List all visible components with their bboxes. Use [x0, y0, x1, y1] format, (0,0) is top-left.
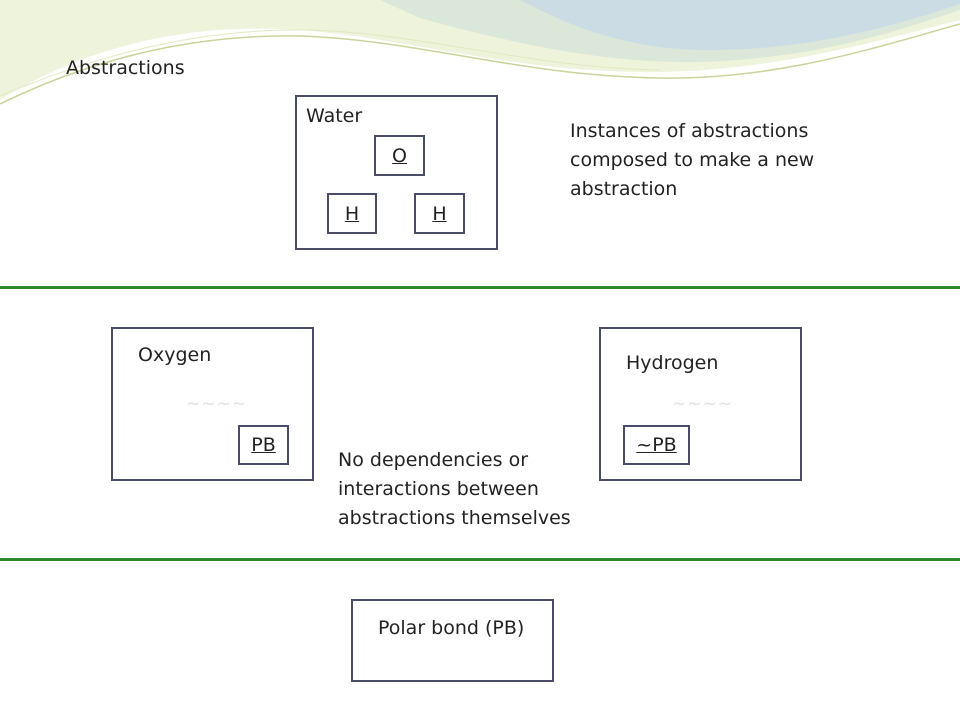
composition-note-line-2: composed to make a new [570, 149, 815, 171]
polar-bond-box [351, 599, 554, 682]
composition-note: Instances of abstractions composed to ma… [570, 117, 814, 204]
composition-note-line-3: abstraction [570, 178, 678, 200]
oxygen-port-pb: PB [238, 425, 289, 465]
oxygen-faint-marks: ~~~~ [186, 394, 247, 414]
water-atom-hydrogen-right: H [414, 193, 465, 234]
polar-bond-label: Polar bond (PB) [378, 617, 525, 639]
independence-note-line-3: abstractions themselves [338, 507, 571, 529]
hydrogen-faint-marks: ~~~~ [672, 394, 733, 414]
hydrogen-port-not-pb: ~PB [623, 425, 690, 465]
oxygen-label: Oxygen [138, 344, 212, 366]
hydrogen-box [599, 327, 802, 481]
water-label: Water [306, 105, 363, 127]
hydrogen-label: Hydrogen [626, 352, 719, 374]
slide-title: Abstractions [66, 57, 185, 79]
independence-note: No dependencies or interactions between … [338, 446, 571, 533]
independence-note-line-2: interactions between [338, 478, 539, 500]
header-swoosh-decoration [0, 0, 960, 105]
divider-top [0, 286, 960, 289]
water-atom-hydrogen-left: H [327, 193, 377, 234]
composition-note-line-1: Instances of abstractions [570, 120, 809, 142]
divider-bottom [0, 558, 960, 561]
water-atom-oxygen: O [374, 135, 425, 176]
independence-note-line-1: No dependencies or [338, 449, 528, 471]
